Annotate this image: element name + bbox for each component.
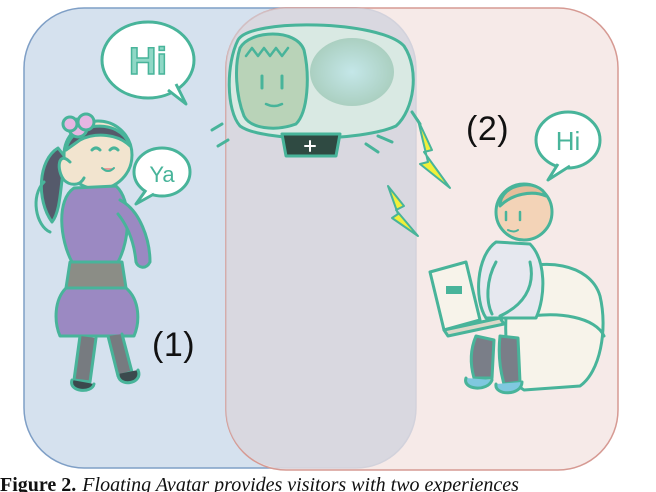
visitor-hi-bubble: Hi — [534, 110, 602, 182]
caption-figure-number: Figure 2. — [0, 474, 77, 492]
lightning-bolts — [387, 119, 451, 237]
figure-drawing: Hi Ya — [23, 7, 619, 471]
figure-illustration: Hi Ya — [23, 7, 619, 471]
girl-hi-bubble: Hi — [100, 20, 196, 106]
visitor-character — [428, 182, 606, 395]
floating-avatar — [210, 23, 422, 158]
panel-2-label: (2) — [466, 110, 510, 148]
girl-ya-text: Ya — [149, 162, 175, 187]
figure-caption: Figure 2. Floating Avatar provides visito… — [0, 474, 656, 492]
visitor-hi-text: Hi — [556, 126, 581, 156]
girl-ya-bubble: Ya — [132, 146, 192, 206]
girl-character — [34, 112, 152, 392]
caption-text: Floating Avatar provides visitors with t… — [82, 474, 519, 492]
panel-1-label: (1) — [152, 326, 196, 364]
girl-hi-text: Hi — [129, 41, 167, 83]
